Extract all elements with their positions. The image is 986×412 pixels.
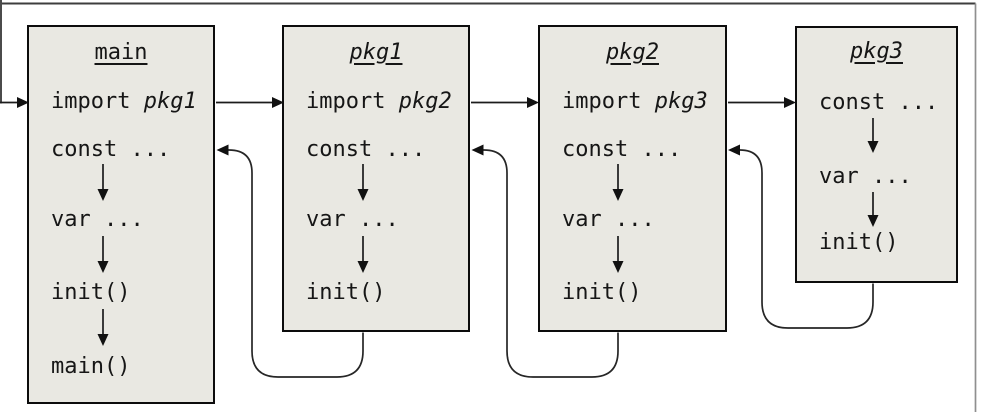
step-var: var ... bbox=[51, 206, 144, 232]
import-arrow-main-pkg1 bbox=[216, 97, 284, 108]
step-init: init() bbox=[562, 279, 642, 305]
box-title-pkg2: pkg2 bbox=[606, 39, 659, 65]
box-title-main: main bbox=[94, 39, 148, 65]
entry-arrow-main bbox=[0, 97, 29, 108]
arrowhead-icon bbox=[728, 144, 740, 156]
import-target: pkg3 bbox=[654, 88, 708, 114]
import-keyword: import bbox=[51, 88, 131, 114]
step-var: var ... bbox=[562, 206, 655, 232]
import-keyword: import bbox=[306, 88, 386, 114]
import-statement: import pkg2 bbox=[306, 89, 452, 115]
step-const: const ... bbox=[51, 136, 171, 162]
step-const: const ... bbox=[819, 89, 939, 115]
import-target: pkg2 bbox=[398, 88, 452, 114]
step-init: init() bbox=[306, 279, 386, 305]
package-box-pkg2: pkg2 import pkg3 const ... var ... init() bbox=[538, 25, 727, 332]
step-const: const ... bbox=[562, 136, 682, 162]
import-statement: import pkg3 bbox=[562, 89, 708, 115]
import-target: pkg1 bbox=[143, 88, 197, 114]
import-keyword: import bbox=[562, 88, 642, 114]
import-arrow-pkg1-pkg2 bbox=[471, 97, 539, 108]
box-title-pkg1: pkg1 bbox=[349, 39, 403, 65]
step-var: var ... bbox=[306, 206, 399, 232]
step-const: const ... bbox=[306, 136, 426, 162]
import-arrow-pkg2-pkg3 bbox=[728, 97, 796, 108]
package-box-pkg3: pkg3 const ... var ... init() bbox=[795, 26, 958, 283]
import-statement: import pkg1 bbox=[51, 89, 197, 115]
step-var: var ... bbox=[819, 163, 912, 189]
step-main-call: main() bbox=[51, 353, 131, 379]
package-box-pkg1: pkg1 import pkg2 const ... var ... init() bbox=[282, 25, 470, 332]
step-init: init() bbox=[51, 279, 131, 305]
step-init: init() bbox=[819, 229, 899, 255]
package-box-main: main import pkg1 const ... var ... init()… bbox=[27, 25, 215, 404]
arrowhead-icon bbox=[471, 144, 484, 156]
arrowhead-icon bbox=[216, 144, 229, 156]
box-title-pkg3: pkg3 bbox=[850, 38, 903, 64]
